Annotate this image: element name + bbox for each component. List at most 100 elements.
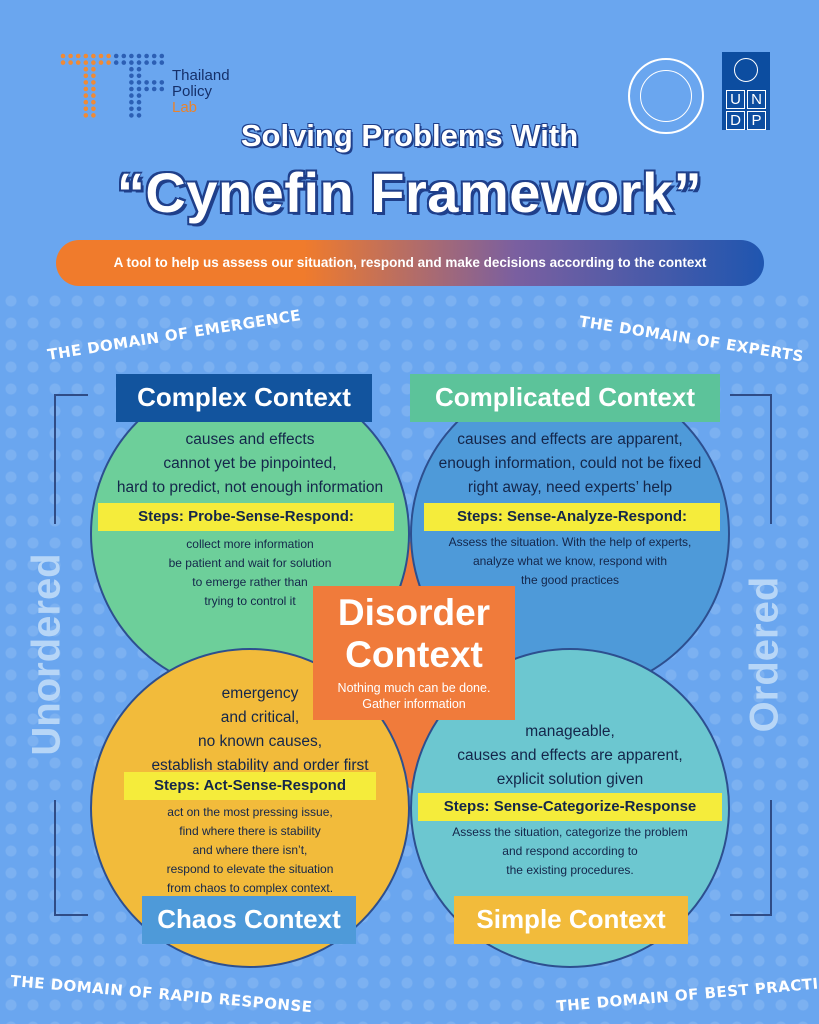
logo-dot bbox=[91, 93, 96, 98]
logo-line-3: Lab bbox=[172, 99, 198, 116]
logo-dot bbox=[75, 60, 81, 65]
un-globe-icon bbox=[734, 58, 758, 82]
logo-dot bbox=[75, 53, 81, 59]
logo-dot bbox=[83, 60, 89, 65]
left-bracket-bottom bbox=[54, 800, 88, 916]
logo-dot bbox=[129, 60, 134, 65]
logo-dot bbox=[91, 53, 96, 59]
logo-dot bbox=[113, 60, 119, 65]
logo-dot bbox=[136, 66, 142, 72]
logo-dot bbox=[91, 99, 96, 105]
right-bracket-bottom bbox=[730, 800, 772, 916]
logo-dot bbox=[98, 60, 104, 65]
logo-dot bbox=[60, 53, 66, 59]
complex-description: causes and effects cannot yet be pinpoin… bbox=[90, 428, 410, 500]
complex-context-title: Complex Context bbox=[116, 374, 372, 422]
logo-dot bbox=[121, 60, 127, 65]
logo-dot bbox=[83, 113, 89, 118]
logo-dot bbox=[83, 80, 89, 85]
logo-dot bbox=[159, 80, 165, 85]
chaos-detail-line-1: act on the most pressing issue, bbox=[167, 805, 333, 819]
simple-desc-line-1: manageable, bbox=[525, 723, 615, 740]
chaos-detail-line-2: find where there is stability bbox=[179, 824, 321, 838]
complicated-description: causes and effects are apparent, enough … bbox=[410, 428, 730, 500]
undp-letters: U N D P bbox=[722, 90, 770, 130]
chaos-desc-line-2: and critical, bbox=[220, 709, 300, 726]
complicated-steps: Steps: Sense-Analyze-Respond: bbox=[424, 503, 720, 531]
left-bracket-top bbox=[54, 394, 88, 524]
logo-dot bbox=[151, 60, 157, 65]
logo-dot bbox=[159, 86, 165, 92]
disorder-title-line-2: Context bbox=[345, 634, 483, 675]
chaos-steps: Steps: Act-Sense-Respond bbox=[124, 772, 376, 800]
logo-dot bbox=[91, 86, 96, 92]
undp-letter-u: U bbox=[726, 90, 745, 109]
complex-detail-line-2: be patient and wait for solution bbox=[168, 556, 332, 570]
logo-dot bbox=[136, 60, 142, 65]
undp-letter-n: N bbox=[747, 90, 766, 109]
chaos-context-title: Chaos Context bbox=[142, 896, 356, 944]
disorder-title-line-1: Disorder bbox=[337, 592, 491, 633]
complicated-context-title: Complicated Context bbox=[410, 374, 720, 422]
complex-detail-line-4: trying to control it bbox=[204, 594, 296, 608]
complex-detail-line-1: collect more information bbox=[186, 537, 314, 551]
complex-steps: Steps: Probe-Sense-Respond: bbox=[98, 503, 394, 531]
government-seal-icon bbox=[628, 58, 704, 134]
logo-dot bbox=[129, 99, 134, 105]
logo-dot bbox=[106, 53, 111, 59]
complicated-desc-line-1: causes and effects are apparent, bbox=[457, 431, 683, 448]
logo-dot bbox=[106, 60, 111, 65]
logo-dot bbox=[68, 60, 73, 65]
logo-dot bbox=[83, 73, 89, 79]
logo-dot bbox=[83, 86, 89, 92]
logo-dot bbox=[91, 106, 96, 112]
simple-detail-line-1: Assess the situation, categorize the pro… bbox=[452, 825, 688, 839]
chaos-detail-line-3: and where there isn’t, bbox=[192, 843, 308, 857]
logo-dot bbox=[151, 53, 157, 59]
logo-dot bbox=[83, 93, 89, 98]
logo-dot bbox=[68, 53, 73, 59]
simple-detail: Assess the situation, categorize the pro… bbox=[420, 823, 720, 880]
subtitle-banner: A tool to help us assess our situation, … bbox=[56, 240, 764, 286]
disorder-sub-line-1: Nothing much can be done. bbox=[337, 681, 491, 695]
complicated-detail-line-1: Assess the situation. With the help of e… bbox=[448, 535, 692, 549]
logo-dot bbox=[129, 113, 134, 118]
logo-dot bbox=[136, 86, 142, 92]
logo-dot bbox=[91, 73, 96, 79]
complex-desc-line-1: causes and effects bbox=[185, 431, 315, 448]
undp-letter-p: P bbox=[747, 111, 766, 130]
chaos-desc-line-4: establish stability and order first bbox=[151, 757, 369, 774]
simple-context-title: Simple Context bbox=[454, 896, 688, 944]
logo-dot bbox=[151, 80, 157, 85]
disorder-sub-line-2: Gather information bbox=[362, 697, 466, 711]
chaos-detail: act on the most pressing issue, find whe… bbox=[120, 803, 380, 898]
logo-dot bbox=[129, 53, 134, 59]
logo-dot bbox=[129, 80, 134, 85]
logo-dot bbox=[144, 60, 149, 65]
logo-dot bbox=[91, 60, 96, 65]
simple-description: manageable, causes and effects are appar… bbox=[420, 720, 720, 792]
logo-dot bbox=[129, 106, 134, 112]
logo-dot bbox=[129, 66, 134, 72]
logo-dot bbox=[136, 93, 142, 98]
undp-letter-d: D bbox=[726, 111, 745, 130]
disorder-subtitle: Nothing much can be done. Gather informa… bbox=[313, 680, 515, 712]
logo-dot bbox=[144, 86, 149, 92]
logo-dot bbox=[83, 99, 89, 105]
logo-line-2: Policy bbox=[172, 83, 213, 100]
chaos-detail-line-4: respond to elevate the situation bbox=[166, 862, 334, 876]
logo-dot bbox=[91, 113, 96, 118]
chaos-detail-line-5: from chaos to complex context. bbox=[166, 881, 334, 895]
complex-desc-line-2: cannot yet be pinpointed, bbox=[163, 455, 337, 472]
logo-dot bbox=[151, 86, 157, 92]
complex-detail-line-3: to emerge rather than bbox=[192, 575, 308, 589]
logo-dot bbox=[136, 53, 142, 59]
logo-dot bbox=[136, 106, 142, 112]
logo-dot bbox=[159, 60, 165, 65]
right-bracket-top bbox=[730, 394, 772, 524]
undp-logo: U N D P bbox=[722, 52, 770, 130]
simple-detail-line-3: the existing procedures. bbox=[506, 863, 634, 877]
logo-dot bbox=[83, 53, 89, 59]
logo-dot bbox=[83, 66, 89, 72]
